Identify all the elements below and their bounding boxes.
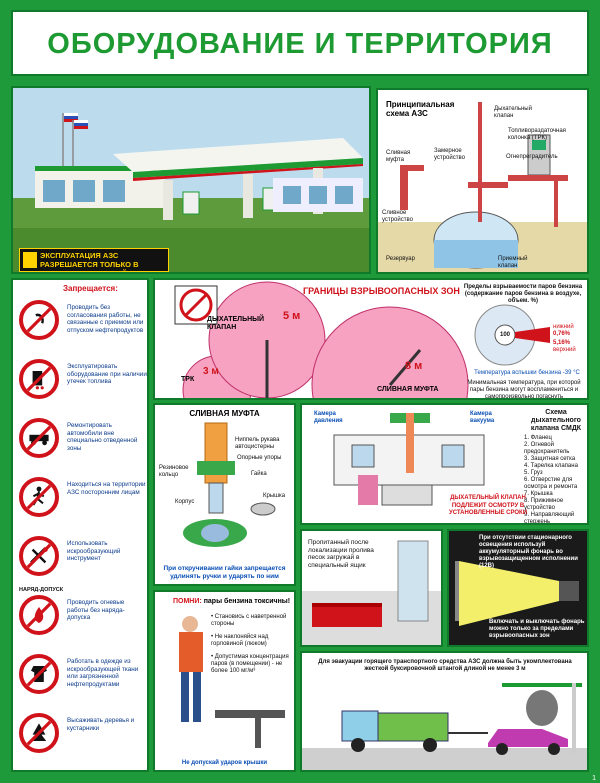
valve-part-item: 2. Огневой предохранитель: [524, 442, 570, 455]
tow-text: Для эвакуации горящего транспортного сре…: [318, 659, 572, 672]
zone-mufta-label: СЛИВНАЯ МУФТА: [377, 386, 439, 393]
valve-part-item: 1. Фланец: [524, 435, 552, 441]
mufta-caption: При откручивании гайки запрещается удлин…: [163, 565, 286, 580]
gas-station-illustration: [13, 88, 369, 272]
forbidden-heading: Запрещается:: [63, 284, 118, 293]
gauge-value: 100: [500, 332, 511, 338]
tow-bar-panel: Для эвакуации горящего транспортного сре…: [300, 651, 589, 772]
coupling-diagram: [183, 422, 276, 547]
valve-part-item: 9. Направляющий стержень: [524, 512, 575, 525]
forbidden-item-text: Проводить без согласования работы, не св…: [67, 304, 144, 334]
forbidden-item: Ремонтировать автомобили вне специально …: [15, 414, 147, 476]
toxic-vapors-panel: ПОМНИ: пары бензина токсичны! • Становис…: [153, 590, 296, 772]
zone-trk-distance: 3 м: [203, 366, 219, 377]
forbidden-item: Работать в одежде из искрообразующей тка…: [15, 650, 147, 712]
hammer-sickle-icon: [19, 300, 59, 340]
station-photo-panel: ЭКСПЛУАТАЦИЯ АЗС РАЗРЕШАЕТСЯ ТОЛЬКО В ПР…: [11, 86, 371, 274]
zone-breather-distance: 5 м: [283, 310, 301, 322]
sand-text: Пропитанный после локализации пролива пе…: [308, 539, 374, 569]
forbidden-item-text: Работать в одежде из искрообразующей тка…: [67, 658, 139, 688]
mufta-title: СЛИВНАЯ МУФТА: [189, 409, 260, 418]
zones-title: ГРАНИЦЫ ВЗРЫВООПАСНЫХ ЗОН: [303, 286, 460, 296]
explosion-limits-title: Пределы взрываемости паров бензина (соде…: [463, 284, 583, 304]
forbidden-item: Находиться на территории АЗС посторонним…: [15, 473, 147, 535]
workers-icon: [23, 252, 37, 268]
oily-clothes-icon: [19, 654, 59, 694]
page-title: ОБОРУДОВАНИЕ И ТЕРРИТОРИЯ: [47, 28, 553, 60]
tow-illustration: [302, 683, 587, 770]
page-number: 1: [592, 775, 596, 782]
worker-title: ПОМНИ: пары бензина токсичны!: [173, 598, 291, 605]
forbidden-list-panel: Запрещается: Проводить без согласования …: [11, 278, 149, 772]
drain-coupling-panel: СЛИВНАЯ МУФТА Ниппель рукава автоцистерн…: [153, 403, 296, 586]
permit-label: НАРЯД-ДОПУСК: [19, 587, 64, 594]
flashlight-panel: При отсутствии стационарного освещения и…: [447, 529, 589, 647]
zones-diagram: [174, 281, 550, 398]
lamp-bottom-text: Включать и выключать фонарь можно только…: [489, 619, 585, 639]
flashlight-illustration: [455, 561, 579, 626]
valve-caption: ДЫХАТЕЛЬНЫЙ КЛАПАН ПОДЛЕЖИТ ОСМОТРУ В УС…: [448, 495, 528, 516]
fire-permit-icon: [19, 595, 59, 635]
forbidden-item-text: Использовать искрообразующий инструмент: [67, 540, 121, 562]
worker-rule-item: • Допустимая концентрация паров (в помещ…: [211, 654, 289, 674]
forbidden-item-text: Ремонтировать автомобили вне специально …: [67, 422, 138, 452]
valve-part-item: 3. Защитная сетка: [524, 456, 576, 462]
zone-trk-label: ТРК: [181, 376, 195, 383]
fuel-leak-icon: [19, 359, 59, 399]
scheme-diagram: [378, 102, 587, 272]
forbidden-item: Эксплуатировать оборудование при наличии…: [15, 355, 147, 417]
valve-part-item: 8. Прижимное устройство: [524, 498, 564, 511]
forbidden-item-text: Высаживать деревья и кустарники: [67, 717, 135, 732]
running-person-icon: [19, 477, 59, 517]
breathing-valve-panel: Камера давления Камера вакуума Схема дых…: [300, 403, 589, 525]
valve-part-item: 5. Груз: [524, 470, 543, 476]
valve-diagram: [333, 413, 485, 506]
forbidden-item: Использовать искрообразующий инструмент: [15, 532, 147, 594]
forbidden-item-text: Находиться на территории АЗС посторонним…: [67, 481, 146, 496]
worker-rule-item: • Становись с наветренной стороны: [211, 614, 287, 627]
forbidden-item-text: Эксплуатировать оборудование при наличии…: [67, 363, 147, 385]
valve-title: Схема дыхательного клапана СМДК: [530, 409, 582, 432]
worker-illustration: [179, 616, 285, 748]
scheme-title: Принципиальная схема АЗС: [386, 100, 455, 118]
sand-box-illustration: [302, 540, 441, 645]
forbidden-item-text: Проводить огневые работы без наряда-допу…: [67, 599, 125, 621]
valve-part-item: 7. Крышка: [524, 491, 553, 497]
lamp-top-text: При отсутствии стационарного освещения и…: [479, 535, 578, 569]
sand-box-panel: Пропитанный после локализации пролива пе…: [300, 529, 443, 647]
forbidden-item: Проводить без согласования работы, не св…: [15, 296, 147, 358]
explosive-zones-panel: ГРАНИЦЫ ВЗРЫВООПАСНЫХ ЗОН ДЫХАТЕЛЬНЫЙ КЛ…: [153, 278, 589, 400]
valve-part-item: 4. Тарелка клапана: [524, 463, 578, 469]
valve-part-item: 6. Отверстие для осмотра и ремонта: [524, 477, 578, 490]
zone-mufta-distance: 8 м: [405, 360, 423, 372]
zone-breather-label: ДЫХАТЕЛЬНЫЙ КЛАПАН: [207, 316, 265, 331]
car-repair-icon: [19, 418, 59, 458]
worker-caption: Не допускай ударов крышки: [181, 760, 268, 766]
sparking-tool-icon: [19, 536, 59, 576]
forbidden-item: Высаживать деревья и кустарники: [15, 709, 147, 770]
two-workers-notice: ЭКСПЛУАТАЦИЯ АЗС РАЗРЕШАЕТСЯ ТОЛЬКО В ПР…: [19, 248, 169, 272]
tree-icon: [19, 713, 59, 753]
title-banner: ОБОРУДОВАНИЕ И ТЕРРИТОРИЯ: [11, 10, 589, 76]
station-scheme-panel: Принципиальная схема АЗС Дыхательный кла…: [376, 88, 589, 274]
worker-rule-item: • Не наклоняйся над горловиной (люком): [211, 634, 269, 647]
